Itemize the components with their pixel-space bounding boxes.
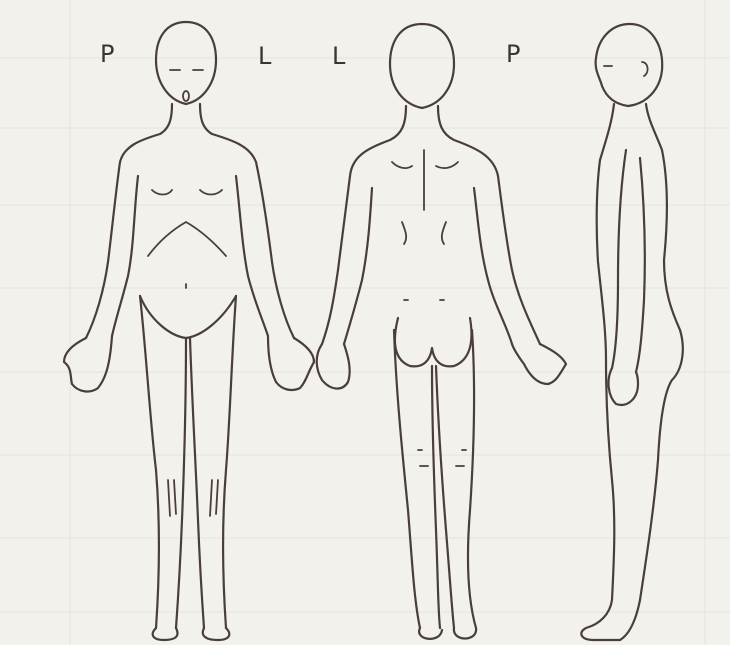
side-hand (609, 368, 638, 405)
side-arm (612, 150, 626, 368)
back-hand-left (317, 344, 350, 389)
front-foot-left (153, 628, 178, 640)
front-chest-left (152, 190, 172, 195)
back-figure (317, 24, 566, 639)
front-torso-right (200, 104, 294, 338)
front-knee-left-1 (168, 480, 170, 516)
side-arm-back (636, 158, 645, 372)
side-back-outline (620, 104, 683, 640)
side-front-outline (581, 104, 620, 640)
back-leg-right-outer (468, 330, 476, 628)
back-lower-left (402, 222, 406, 244)
back-torso-right (438, 106, 540, 344)
front-hand-left (64, 336, 112, 391)
front-knee-right-1 (210, 480, 212, 516)
front-knee-right-2 (216, 480, 218, 514)
front-leg-right-inner (190, 338, 204, 628)
front-leg-left-outer (140, 296, 159, 628)
back-hand-right (512, 344, 566, 384)
front-foot-right (203, 628, 230, 640)
front-abdomen-line (148, 222, 226, 256)
back-leg-left-outer (394, 330, 420, 628)
back-shoulder-right (436, 162, 458, 168)
front-chest-right (200, 190, 222, 195)
back-head (390, 24, 454, 108)
front-leg-right-outer (223, 296, 236, 628)
side-figure (581, 24, 682, 640)
back-inner-arm-left (344, 188, 372, 344)
front-hips (140, 296, 236, 338)
back-buttocks (395, 318, 472, 366)
front-leg-left-inner (176, 338, 186, 628)
side-head (596, 24, 663, 106)
back-inner-arm-right (474, 188, 512, 344)
back-torso-left (322, 106, 406, 344)
front-mouth (183, 91, 189, 101)
back-foot-right (454, 628, 476, 639)
front-knee-left-2 (174, 480, 176, 514)
side-ear (642, 62, 648, 76)
front-torso-left (86, 104, 172, 338)
back-foot-left (419, 628, 442, 639)
front-hand-right (268, 336, 314, 390)
back-lower-right (442, 222, 446, 244)
back-shoulder-left (392, 162, 412, 168)
front-figure (64, 22, 314, 640)
